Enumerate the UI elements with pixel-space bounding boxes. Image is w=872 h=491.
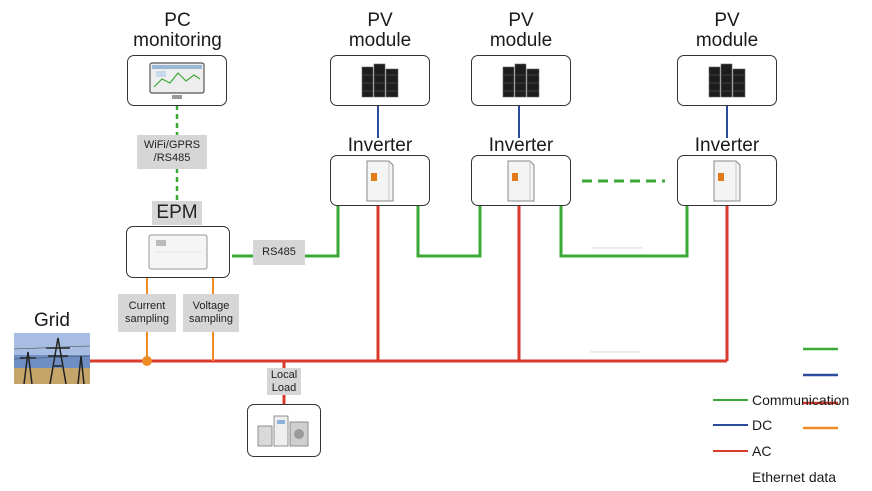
rs485-tag: RS485 xyxy=(253,240,305,265)
pv-module-box-2 xyxy=(471,55,571,106)
comm-inv2-inv3 xyxy=(559,205,689,258)
epm-box xyxy=(126,226,230,278)
pv-module-title-3: PV module xyxy=(695,10,759,51)
inverter-icon xyxy=(713,160,741,201)
inverter-label-3: Inverter xyxy=(694,135,760,156)
inverter-box-2 xyxy=(471,155,571,206)
inverter-box-1 xyxy=(330,155,430,206)
grid-label: Grid xyxy=(34,310,70,331)
comm-inv1-inv2 xyxy=(416,205,482,258)
grid-tower-icon xyxy=(13,333,91,385)
appliances-icon xyxy=(257,415,309,446)
legend-ac: AC xyxy=(752,443,772,459)
pc-monitoring-title: PC monitoring xyxy=(133,10,222,51)
inverter-box-3 xyxy=(677,155,777,206)
inverter-icon xyxy=(366,160,394,201)
solar-panel-icon xyxy=(502,63,540,97)
current-sampling-node xyxy=(142,356,152,366)
local-load-tag: Local Load xyxy=(267,368,301,395)
inverter-icon xyxy=(507,160,535,201)
wifi-gprs-rs485-tag: WiFi/GPRS /RS485 xyxy=(137,135,207,169)
legend-dc: DC xyxy=(752,417,773,433)
solar-panel-icon xyxy=(361,63,399,97)
current-sampling-tag: Current sampling xyxy=(118,294,176,332)
solar-panel-icon xyxy=(708,63,746,97)
pv-module-title-1: PV module xyxy=(348,10,412,51)
inverter-label-2: Inverter xyxy=(488,135,554,156)
pv-module-title-2: PV module xyxy=(489,10,553,51)
epm-label: EPM xyxy=(152,201,202,225)
pc-monitoring-box xyxy=(127,55,227,106)
local-load-box xyxy=(247,404,321,457)
monitor-icon xyxy=(149,61,205,99)
faded-text-ac: ▔▔▔▔▔ xyxy=(590,351,640,366)
inverter-label-1: Inverter xyxy=(347,135,413,156)
pv-module-box-1 xyxy=(330,55,430,106)
epm-device-icon xyxy=(148,234,208,270)
faded-text-comm: ▔▔▔▔▔ xyxy=(592,247,642,262)
legend-ethernet: Ethernet data xyxy=(752,469,837,485)
voltage-sampling-tag: Voltage sampling xyxy=(183,294,239,332)
legend-communication: Communication xyxy=(752,392,850,408)
pv-module-box-3 xyxy=(677,55,777,106)
